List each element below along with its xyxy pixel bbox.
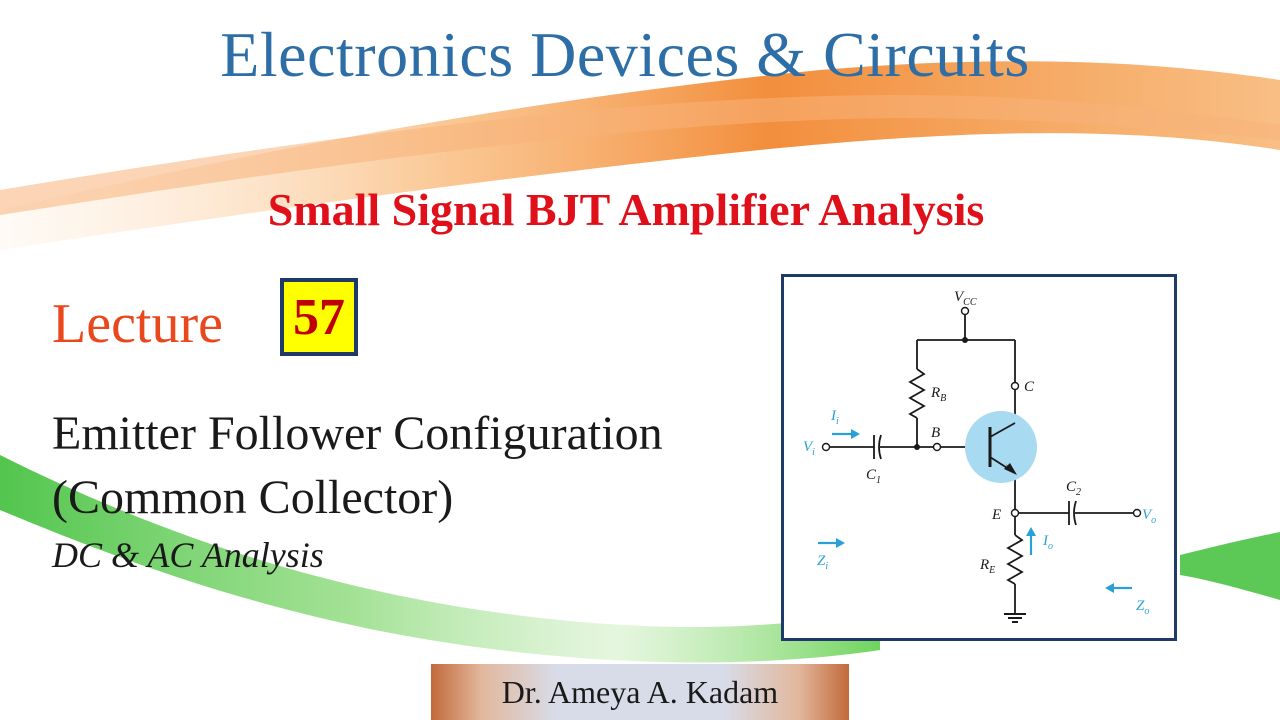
label-vi: Vi (803, 439, 815, 458)
green-wave-band (0, 455, 880, 663)
label-zo: Zo (1136, 598, 1149, 617)
lecture-label: Lecture (52, 293, 223, 355)
terminal-vo (1132, 508, 1142, 518)
emitter-follower-circuit: VCC RB C B Ii Vi C1 C2 E Vo Io RE Zi Zo (803, 289, 1156, 623)
label-vcc: VCC (954, 289, 977, 308)
terminal-emitter (1010, 508, 1020, 518)
label-io: Io (1042, 533, 1053, 552)
analysis-note: DC & AC Analysis (52, 535, 324, 575)
course-title: Electronics Devices & Circuits (220, 19, 1030, 90)
capacitor-c2-plate-b (1073, 500, 1077, 526)
junction-top-rail (962, 337, 968, 343)
label-ii: Ii (830, 408, 839, 427)
label-zi: Zi (817, 553, 828, 572)
resistor-re (1006, 534, 1024, 585)
green-wave-right (1180, 532, 1280, 600)
label-c1: C1 (866, 467, 881, 486)
topic-title: Small Signal BJT Amplifier Analysis (267, 184, 985, 235)
lecture-number-badge: 57 (280, 278, 358, 356)
circuit-diagram-frame: VCC RB C B Ii Vi C1 C2 E Vo Io RE Zi Zo (781, 274, 1177, 641)
subtopic-line-2: (Common Collector) (52, 471, 454, 524)
bjt-transistor (965, 411, 1037, 483)
terminal-vcc (960, 306, 970, 316)
label-rb: RB (930, 385, 946, 404)
lecture-number: 57 (293, 288, 345, 346)
junction-base (914, 444, 920, 450)
ground-symbol (1004, 613, 1026, 623)
label-re: RE (979, 557, 995, 576)
label-vo: Vo (1142, 507, 1156, 526)
terminal-vi (821, 442, 831, 452)
terminal-base (932, 442, 942, 452)
label-node-c: C (1024, 379, 1035, 395)
resistor-rb (908, 368, 926, 419)
author-name: Dr. Ameya A. Kadam (501, 673, 779, 710)
capacitor-c1-plate-b (878, 434, 882, 460)
label-node-e: E (991, 507, 1001, 523)
label-c2: C2 (1066, 479, 1081, 498)
label-node-b: B (931, 425, 940, 441)
author-banner: Dr. Ameya A. Kadam (431, 664, 849, 720)
orange-wave-thin (0, 95, 1280, 215)
subtopic-line-1: Emitter Follower Configuration (52, 407, 663, 460)
terminal-collector (1010, 381, 1020, 391)
